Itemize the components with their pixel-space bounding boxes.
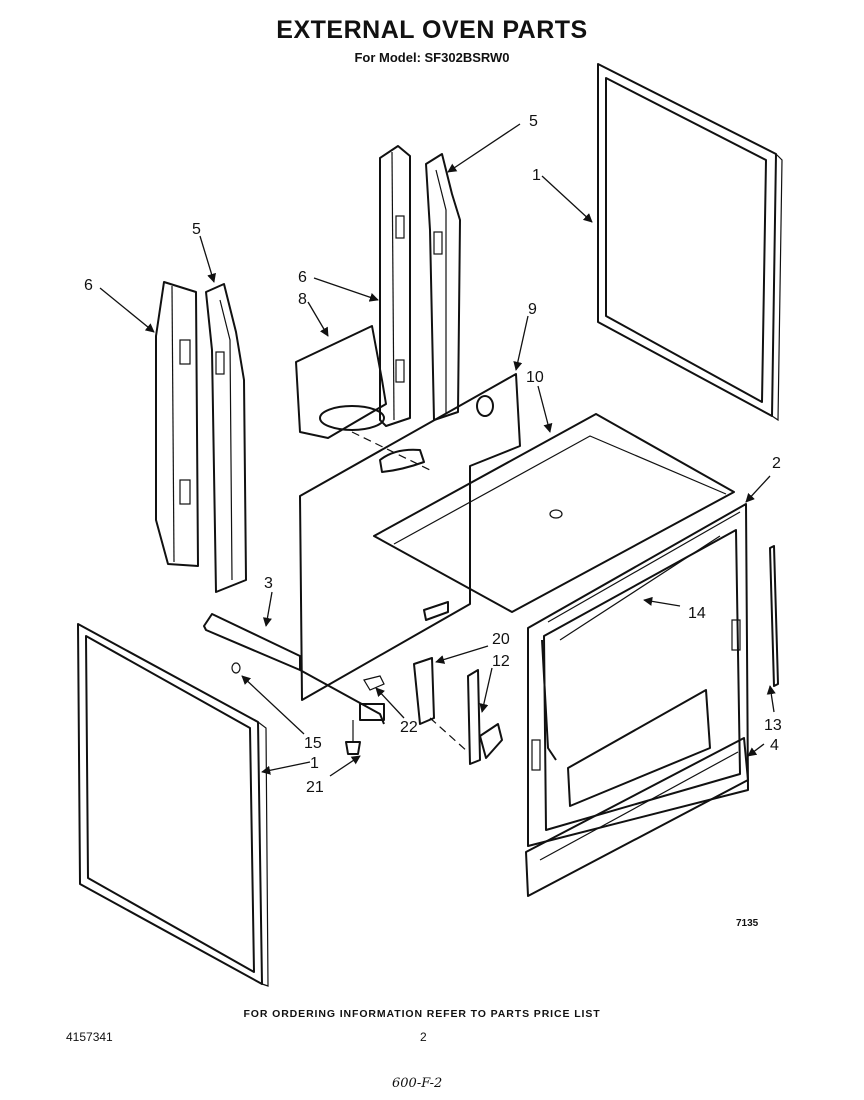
side-panel-left: [77, 623, 269, 987]
callout-6-center: 6: [298, 269, 307, 286]
page-title: EXTERNAL OVEN PARTS: [276, 16, 588, 44]
top-panel: [373, 413, 735, 613]
callout-6-left: 6: [84, 277, 93, 294]
callout-13: 13: [764, 717, 782, 734]
vertical-strip: [769, 545, 779, 687]
fasteners: [231, 662, 385, 755]
callout-20: 20: [492, 631, 510, 648]
lower-rail: [203, 613, 385, 725]
page-number: 2: [420, 1030, 427, 1044]
door-bracket: [413, 657, 503, 765]
back-panel: [299, 373, 521, 701]
leader-lines: [99, 123, 776, 777]
callout-10: 10: [526, 369, 544, 386]
document-number: 4157341: [66, 1030, 113, 1044]
model-subtitle: For Model: SF302BSRW0: [354, 50, 510, 65]
front-frame: [527, 503, 749, 847]
callout-2: 2: [772, 455, 781, 472]
callout-22: 22: [400, 719, 418, 736]
bracket-rail-right: [425, 153, 461, 421]
callout-9: 9: [528, 301, 537, 318]
callout-labels: 1 5 5 6 6 8 9 10 2 3 14 20 12 22 15 1 21…: [84, 113, 782, 796]
callout-12: 12: [492, 653, 510, 670]
callout-8: 8: [298, 291, 307, 308]
callout-1-bottom: 1: [310, 755, 319, 772]
kick-plate: [525, 737, 749, 897]
rod: [547, 511, 741, 623]
callout-15: 15: [304, 735, 322, 752]
callout-5-right: 5: [529, 113, 538, 130]
callout-4: 4: [770, 737, 779, 754]
ordering-note: FOR ORDERING INFORMATION REFER TO PARTS …: [243, 1008, 601, 1020]
callout-3: 3: [264, 575, 273, 592]
callout-5-left: 5: [192, 221, 201, 238]
callout-14: 14: [688, 605, 706, 622]
bracket-rail-left: [205, 283, 247, 593]
figure-code: 7135: [736, 918, 759, 929]
vertical-channel-center: [379, 145, 411, 427]
callout-21: 21: [306, 779, 324, 796]
vertical-channel-left: [155, 281, 199, 567]
callout-1-top: 1: [532, 167, 541, 184]
side-panel-right: [597, 63, 783, 422]
handwritten-note: 600-F-2: [392, 1076, 443, 1091]
